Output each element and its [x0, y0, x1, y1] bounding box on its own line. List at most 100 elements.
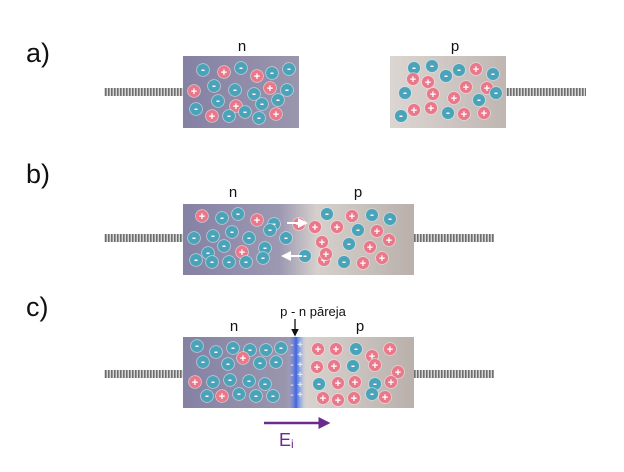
hole-carrier: + — [447, 91, 461, 105]
junction-positive-ion: + — [297, 340, 303, 351]
hole-carrier: + — [382, 233, 396, 247]
svg-text:-: - — [446, 105, 450, 119]
panel-b-label: b) — [26, 159, 50, 189]
electron-carrier: - — [489, 85, 503, 100]
hole-carrier: + — [310, 360, 324, 374]
svg-text:-: - — [457, 62, 461, 76]
electron-carrier: - — [258, 376, 272, 391]
svg-text:-: - — [247, 230, 251, 244]
svg-text:+: + — [386, 235, 392, 247]
svg-text:+: + — [333, 344, 339, 356]
electron-carrier: - — [365, 207, 379, 222]
electron-carrier: - — [206, 374, 220, 389]
svg-text:+: + — [360, 258, 366, 270]
electron-carrier: - — [265, 65, 279, 80]
hole-carrier: + — [250, 213, 264, 227]
electron-carrier: - — [298, 248, 312, 263]
hole-carrier: + — [250, 69, 264, 83]
electron-carrier: - — [242, 230, 256, 245]
svg-text:-: - — [201, 354, 205, 368]
svg-text:+: + — [473, 64, 479, 76]
svg-text:-: - — [351, 358, 355, 372]
hole-carrier: + — [215, 389, 229, 403]
svg-text:+: + — [335, 378, 341, 390]
junction-negative-ion: - — [290, 370, 293, 381]
hole-carrier: + — [263, 81, 277, 95]
electron-carrier: - — [222, 254, 236, 269]
electron-carrier: - — [337, 254, 351, 269]
electron-carrier: - — [280, 82, 294, 97]
electron-carrier: - — [349, 341, 363, 356]
svg-text:-: - — [491, 66, 495, 80]
electron-carrier: - — [320, 206, 334, 221]
svg-text:-: - — [243, 104, 247, 118]
svg-text:-: - — [211, 228, 215, 242]
svg-text:-: - — [247, 373, 251, 387]
hole-carrier: + — [424, 101, 438, 115]
hole-carrier: + — [195, 209, 209, 223]
junction-negative-ion: - — [290, 380, 293, 391]
svg-text:-: - — [237, 386, 241, 400]
svg-text:+: + — [239, 247, 245, 259]
svg-text:+: + — [219, 391, 225, 403]
svg-text:-: - — [444, 68, 448, 82]
svg-text:+: + — [382, 392, 388, 404]
electron-carrier: - — [205, 254, 219, 269]
hole-carrier: + — [426, 87, 440, 101]
svg-text:-: - — [279, 340, 283, 354]
svg-text:-: - — [210, 254, 214, 268]
electron-carrier: - — [221, 356, 235, 371]
svg-text:-: - — [222, 238, 226, 252]
hole-carrier: + — [391, 365, 405, 379]
svg-text:-: - — [342, 254, 346, 268]
electron-carrier: - — [253, 355, 267, 370]
panel-c-label: c) — [26, 292, 49, 322]
p-label-a: p — [451, 38, 459, 55]
wire-right-b — [414, 234, 494, 242]
svg-text:+: + — [314, 362, 320, 374]
hole-carrier: + — [457, 107, 471, 121]
svg-text:+: + — [481, 108, 487, 120]
svg-text:+: + — [323, 249, 329, 261]
electron-carrier: - — [439, 68, 453, 83]
hole-carrier: + — [188, 375, 202, 389]
svg-text:-: - — [239, 60, 243, 74]
hole-carrier: + — [331, 376, 345, 390]
panel-c: c) n p p - n pāreja --------+--+-----+--… — [26, 292, 494, 451]
junction-negative-ion: - — [290, 350, 293, 361]
svg-text:+: + — [351, 393, 357, 405]
svg-text:+: + — [331, 361, 337, 373]
electron-carrier: - — [200, 388, 214, 403]
svg-text:-: - — [285, 82, 289, 96]
n-label-c: n — [230, 318, 238, 335]
hole-carrier: + — [345, 209, 359, 223]
svg-text:-: - — [205, 388, 209, 402]
svg-text:-: - — [287, 61, 291, 75]
svg-text:+: + — [296, 219, 302, 231]
svg-text:-: - — [356, 222, 360, 236]
p-label-c: p — [356, 318, 364, 335]
svg-text:-: - — [231, 340, 235, 354]
junction-charges: -+-+-+-+-+-+ — [290, 340, 303, 401]
svg-text:+: + — [395, 367, 401, 379]
electron-carrier: - — [312, 376, 326, 391]
electron-carrier: - — [249, 388, 263, 403]
svg-text:+: + — [240, 353, 246, 365]
electron-carrier: - — [425, 58, 439, 73]
hole-carrier: + — [269, 107, 283, 121]
electron-carrier: - — [452, 62, 466, 77]
hole-carrier: + — [406, 72, 420, 86]
carriers-a: -+-+--+---+--+---+---+---+-++-++-++--++-… — [187, 58, 503, 125]
svg-text:-: - — [258, 355, 262, 369]
svg-text:+: + — [367, 242, 373, 254]
hole-carrier: + — [375, 251, 389, 265]
electron-carrier: - — [234, 60, 248, 75]
electron-carrier: - — [256, 250, 270, 265]
svg-text:-: - — [264, 342, 268, 356]
electron-carrier: - — [238, 104, 252, 119]
svg-text:-: - — [252, 86, 256, 100]
svg-text:-: - — [216, 93, 220, 107]
svg-text:+: + — [192, 377, 198, 389]
electron-carrier: - — [252, 110, 266, 125]
